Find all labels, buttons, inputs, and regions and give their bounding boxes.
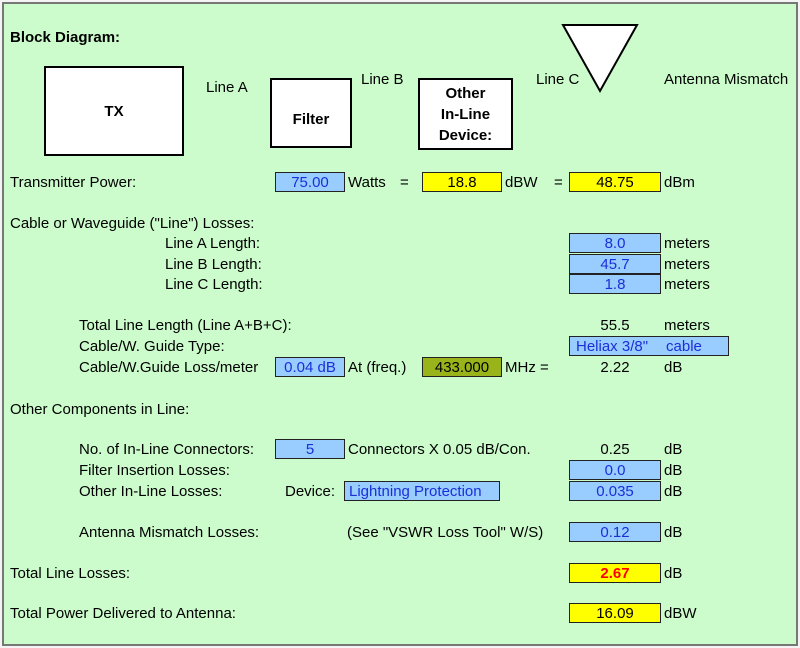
line-losses-section-label: Cable or Waveguide ("Line") Losses: <box>10 215 255 232</box>
connectors-input[interactable]: 5 <box>275 439 345 459</box>
total-power-unit: dBW <box>664 605 697 622</box>
connectors-loss-value: 0.25 <box>600 441 630 458</box>
transmitter-power-label: Transmitter Power: <box>10 174 137 191</box>
line-a-label: Line A <box>206 79 248 96</box>
equals-sign-2: = <box>554 174 563 191</box>
cable-loss-db: dB <box>664 359 683 376</box>
transmitter-dbm-value: 48.75 <box>569 172 661 192</box>
line-c-label: Line C <box>536 71 580 88</box>
line-a-length-input[interactable]: 8.0 <box>569 233 661 253</box>
transmitter-watts-input[interactable]: 75.00 <box>275 172 345 192</box>
line-b-label: Line B <box>361 71 404 88</box>
cable-unit: cable <box>666 338 702 355</box>
line-c-length-input[interactable]: 1.8 <box>569 274 661 294</box>
cable-type-label: Cable/W. Guide Type: <box>79 338 225 355</box>
total-power-label: Total Power Delivered to Antenna: <box>10 605 236 622</box>
filter-block: Filter <box>270 78 352 148</box>
dbw-unit: dBW <box>505 174 538 191</box>
antenna-mismatch-label: Antenna Mismatch <box>664 71 789 88</box>
filter-db: dB <box>664 462 683 479</box>
loss-per-meter-input[interactable]: 0.04 dB <box>275 357 345 377</box>
connectors-db: dB <box>664 441 683 458</box>
total-line-length-value: 55.5 <box>600 317 630 334</box>
line-b-meters: meters <box>664 256 710 273</box>
total-line-losses-label: Total Line Losses: <box>10 565 131 582</box>
at-freq-label: At (freq.) <box>348 359 407 376</box>
line-a-meters: meters <box>664 235 710 252</box>
line-b-length-label: Line B Length: <box>165 256 262 273</box>
filter-label: Filter <box>292 111 330 128</box>
cable-type-value: Heliax 3/8" <box>576 338 649 355</box>
total-line-length-label: Total Line Length (Line A+B+C): <box>79 317 292 334</box>
frequency-input[interactable]: 433.000 <box>422 357 502 377</box>
other-device-block: Other In-Line Device: <box>418 78 513 150</box>
cable-loss-value: 2.22 <box>600 359 630 376</box>
line-c-meters: meters <box>664 276 710 293</box>
connectors-label: No. of In-Line Connectors: <box>79 441 255 458</box>
antenna-db: dB <box>664 524 683 541</box>
line-c-length-label: Line C Length: <box>165 276 263 293</box>
cable-type-select[interactable]: Heliax 3/8" cable <box>569 336 729 356</box>
line-a-length-label: Line A Length: <box>165 235 261 252</box>
antenna-mismatch-loss-input[interactable]: 0.12 <box>569 522 661 542</box>
antenna-mismatch-loss-label: Antenna Mismatch Losses: <box>79 524 260 541</box>
other-loss-label: Other In-Line Losses: <box>79 483 223 500</box>
other-device-label: Other In-Line Device: <box>438 84 493 144</box>
tx-block: TX <box>44 66 184 156</box>
total-line-losses-unit: dB <box>664 565 683 582</box>
device-label: Device: <box>285 483 336 500</box>
line-b-length-input[interactable]: 45.7 <box>569 254 661 274</box>
transmitter-dbw-value: 18.8 <box>422 172 502 192</box>
watts-unit: Watts <box>348 174 386 191</box>
antenna-icon <box>561 24 639 94</box>
tx-label: TX <box>104 102 124 120</box>
equals-sign-1: = <box>400 174 409 191</box>
filter-loss-label: Filter Insertion Losses: <box>79 462 230 479</box>
vswr-note: (See "VSWR Loss Tool" W/S) <box>347 524 544 541</box>
other-loss-input[interactable]: 0.035 <box>569 481 661 501</box>
total-line-losses-value: 2.67 <box>569 563 661 583</box>
mhz-equals: MHz = <box>505 359 549 376</box>
filter-loss-input[interactable]: 0.0 <box>569 460 661 480</box>
connectors-text: Connectors X 0.05 dB/Con. <box>348 441 531 458</box>
loss-per-meter-label: Cable/W.Guide Loss/meter <box>79 359 259 376</box>
components-section-label: Other Components in Line: <box>10 401 190 418</box>
block-diagram-title: Block Diagram: <box>10 29 121 46</box>
total-line-meters: meters <box>664 317 710 334</box>
device-input[interactable]: Lightning Protection <box>344 481 500 501</box>
other-db: dB <box>664 483 683 500</box>
total-power-value: 16.09 <box>569 603 661 623</box>
dbm-unit: dBm <box>664 174 695 191</box>
